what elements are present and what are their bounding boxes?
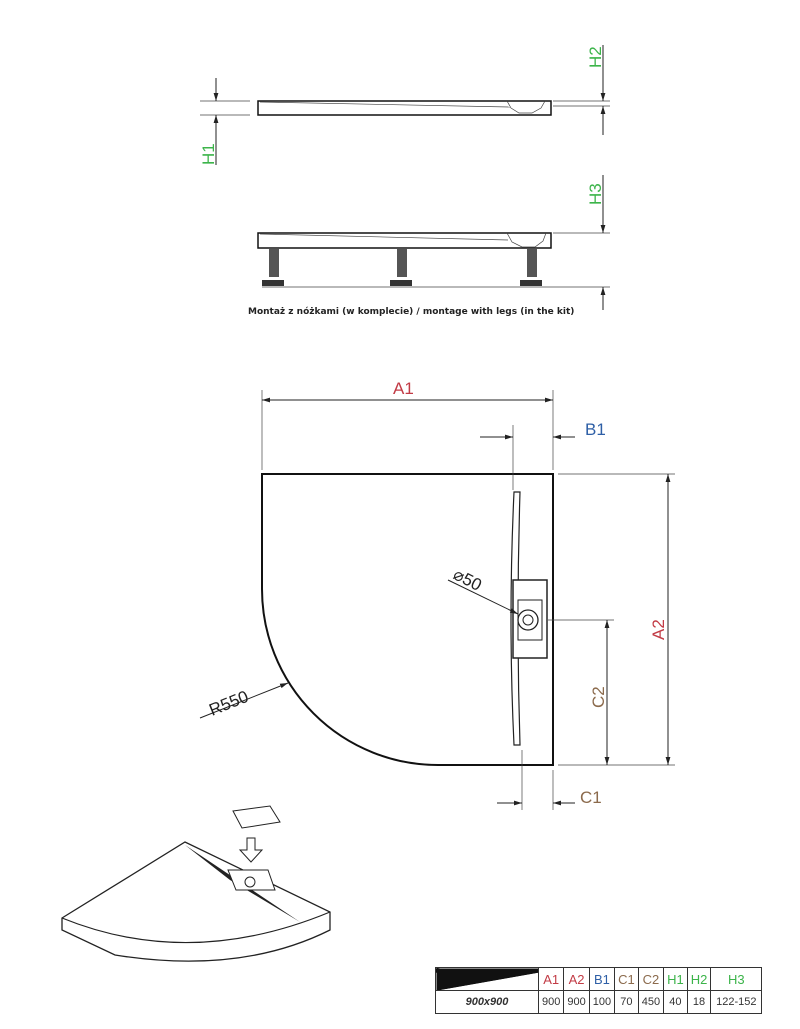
c1-label: C1 — [580, 788, 602, 807]
cell-h3: 122-152 — [710, 990, 763, 1014]
header-h3: H3 — [710, 967, 763, 991]
arrow-down-icon — [238, 837, 264, 863]
leg — [390, 249, 412, 286]
leg — [262, 249, 284, 286]
isometric-view — [61, 805, 331, 962]
header-a1: A1 — [537, 967, 565, 991]
cell-h2: 18 — [686, 990, 712, 1014]
h1-label: H1 — [199, 143, 218, 165]
header-a2: A2 — [563, 967, 590, 991]
model-header-redacted — [435, 967, 539, 991]
dimensions-table: A1 A2 B1 C1 C2 H1 H2 H3 900x900 900 900 … — [435, 967, 763, 1014]
header-h2: H2 — [686, 967, 712, 991]
cell-c2: 450 — [637, 990, 665, 1014]
side-view-flat: H1 H2 — [199, 45, 610, 165]
cell-b1: 100 — [588, 990, 616, 1014]
table-header-row: A1 A2 B1 C1 C2 H1 H2 H3 — [435, 967, 763, 991]
legs-caption: Montaż z nóżkami (w komplecie) / montage… — [248, 306, 574, 317]
cell-h1: 40 — [663, 990, 688, 1014]
leg — [520, 249, 542, 286]
h2-label: H2 — [586, 46, 605, 68]
header-c2: C2 — [637, 967, 665, 991]
a1-label: A1 — [393, 379, 414, 398]
cell-c1: 70 — [614, 990, 639, 1014]
cell-a2: 900 — [563, 990, 590, 1014]
h3-label: H3 — [586, 183, 605, 205]
drain-cover — [232, 805, 281, 829]
header-c1: C1 — [614, 967, 639, 991]
model-cell: 900x900 — [435, 990, 539, 1014]
header-h1: H1 — [663, 967, 688, 991]
table-row: 900x900 900 900 100 70 450 40 18 122-152 — [435, 990, 763, 1014]
plan-view: A1 B1 A2 C2 C1 R550 ⌀50 — [199, 379, 675, 810]
cell-a1: 900 — [537, 990, 565, 1014]
side-view-legs: H3 Montaż z nóżkami (w komplecie) / mont… — [248, 175, 610, 317]
b1-label: B1 — [585, 420, 606, 439]
radius-label: R550 — [206, 687, 251, 720]
header-b1: B1 — [588, 967, 616, 991]
c2-label: C2 — [589, 686, 608, 708]
a2-label: A2 — [649, 619, 668, 640]
